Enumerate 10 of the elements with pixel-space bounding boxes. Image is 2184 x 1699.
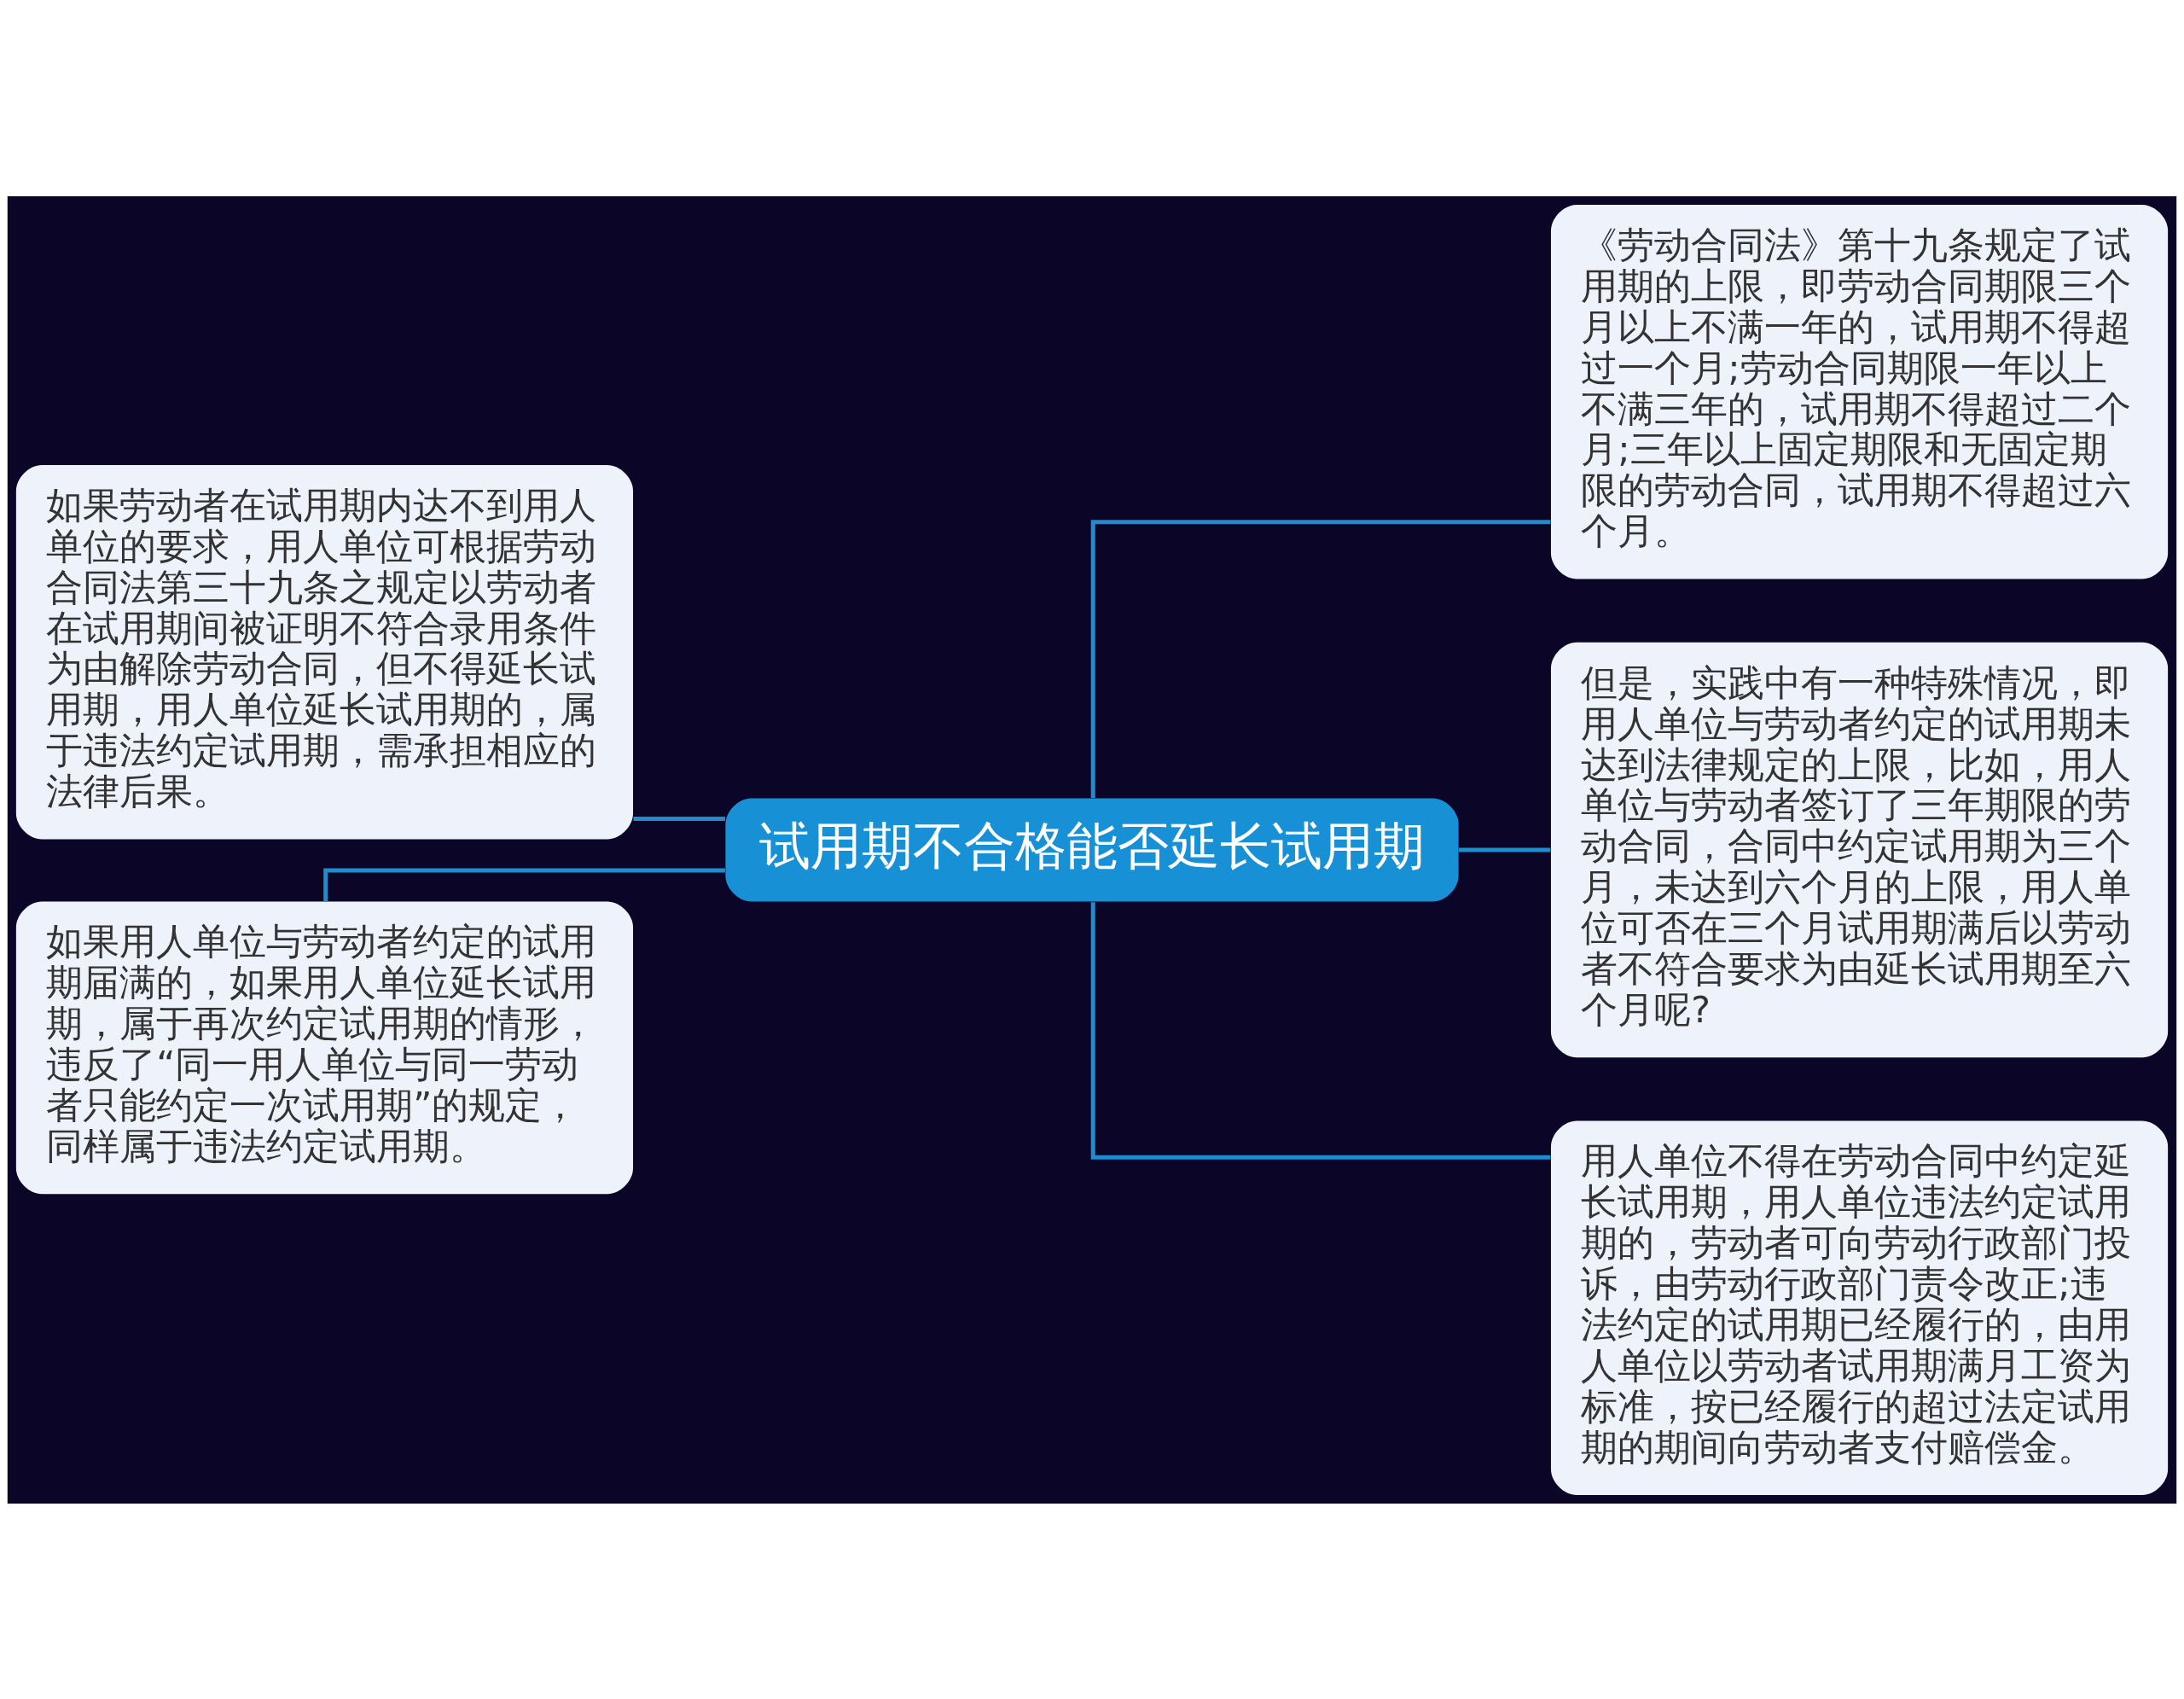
connector bbox=[1090, 519, 1551, 798]
connector bbox=[633, 816, 725, 821]
node-box: 试用期不合格能否延长试用期 bbox=[725, 798, 1459, 901]
node-box: 如果用人单位与劳动者约定的试用期届满的，如果用人单位延长试用期，属于再次约定试用期的情形，违反了“同一用人单位与同一劳动者只能约定一次试用期”的规定，同样属于违法约定试用期。 bbox=[15, 900, 634, 1194]
node-box: 《劳动合同法》第十九条规定了试用期的上限，即劳动合同期限三个月以上不满一年的，试用期不得超过一个月;劳动合同期限一年以上不满三年的，试用期不得超过二个月;三年以上固定期限和无固定期限的劳动合同，试用期不得超过六个月。 bbox=[1550, 204, 2169, 579]
node-box: 但是，实践中有一种特殊情况，即用人单位与劳动者约定的试用期未达到法律规定的上限，比如，用人单位与劳动者签订了三年期限的劳动合同，合同中约定试用期为三个月，未达到六个月的上限，用人单位可否在三个月试用期满后以劳动者不符合要求为由延长试用期至六个月呢? bbox=[1550, 642, 2169, 1057]
connector bbox=[1090, 901, 1551, 1160]
node-box: 用人单位不得在劳动合同中约定延长试用期，用人单位违法约定试用期的，劳动者可向劳动行政部门投诉，由劳动行政部门责令改正;违法约定的试用期已经履行的，由用人单位以劳动者试用期满月工资为标准，按已经履行的超过法定试用期的期间向劳动者支付赔偿金。 bbox=[1550, 1120, 2169, 1495]
connector bbox=[1459, 847, 1551, 852]
node-box: 如果劳动者在试用期内达不到用人单位的要求，用人单位可根据劳动合同法第三十九条之规定以劳动者在试用期间被证明不符合录用条件为由解除劳动合同，但不得延长试用期，用人单位延长试用期的，属于违法约定试用期，需承担相应的法律后果。 bbox=[15, 464, 634, 839]
